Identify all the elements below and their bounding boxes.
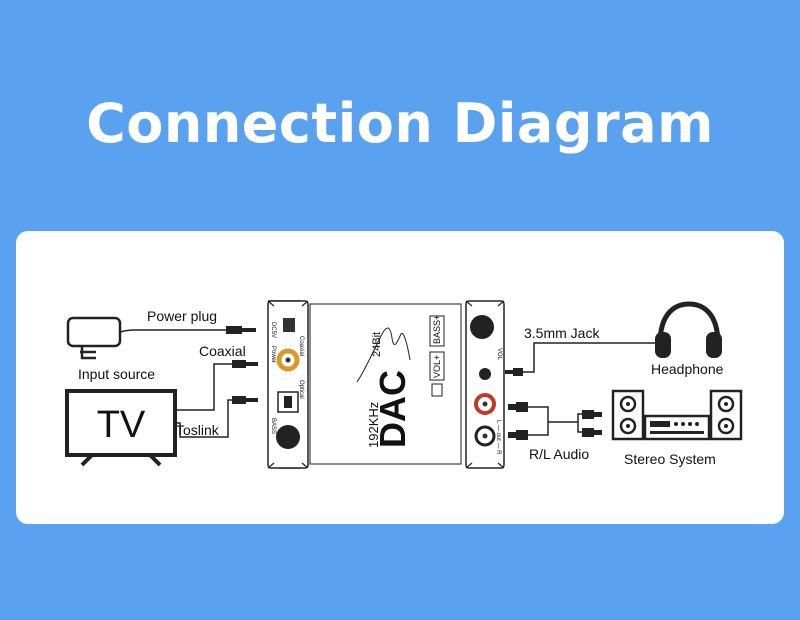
stereo-system-label: Stereo System [624, 451, 716, 467]
rl-audio-label: R/L Audio [529, 446, 589, 462]
tv-label: TV [97, 404, 146, 446]
bit-depth-text: 24Bit [371, 332, 383, 357]
tv-icon [65, 389, 177, 467]
sample-rate-text: 192KHz [366, 402, 381, 448]
headphone-icon [655, 301, 722, 358]
stereo-system-icon [611, 389, 743, 441]
jack-cable [505, 342, 656, 376]
power-plug-label: Power plug [147, 308, 217, 324]
input-source-label: Input source [78, 366, 155, 382]
jack-label: 3.5mm Jack [524, 325, 600, 341]
optical-port-label: Optical [298, 380, 304, 399]
bass-button-label: BASS+ [432, 315, 442, 344]
toslink-label: Toslink [176, 422, 220, 438]
vol-button-label: VOL+ [432, 355, 442, 378]
dc-port-label: DC5V [270, 322, 276, 338]
toslink-cable [175, 396, 258, 438]
coaxial-label: Coaxial [199, 343, 246, 359]
power-port-label: Power [270, 346, 276, 363]
dac-input-panel [267, 300, 309, 469]
dac-top-view [309, 303, 462, 465]
bass-knob-label: BASS [270, 418, 276, 434]
out-jack-label: L — out — R [495, 420, 501, 455]
coaxial-cable [175, 360, 258, 411]
page-title: Connection Diagram [86, 92, 714, 155]
power-adapter-icon [66, 316, 256, 360]
coaxial-port-label: Coaxial [298, 336, 304, 356]
rca-cable [508, 402, 602, 440]
dac-logo-text: DAC [372, 370, 413, 448]
vol-knob-label: VOL [496, 348, 502, 361]
headphone-label: Headphone [651, 361, 724, 377]
dac-output-panel [465, 300, 505, 469]
